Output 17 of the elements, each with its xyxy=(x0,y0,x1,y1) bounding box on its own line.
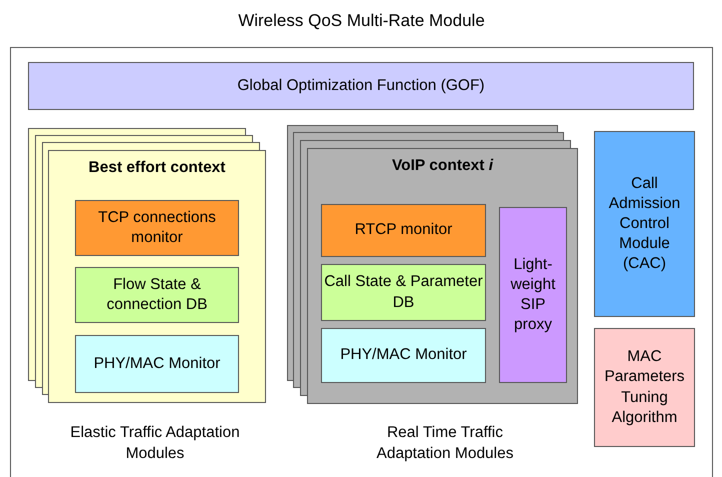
component-box: Flow State & connection DB xyxy=(75,267,239,323)
component-box: Call State & Parameter DB xyxy=(321,264,486,321)
context-title: Best effort context xyxy=(88,159,226,177)
context-card xyxy=(48,150,266,403)
context-card xyxy=(307,148,578,404)
caption-text: Elastic Traffic Adaptation Modules xyxy=(70,423,240,464)
component-box: TCP connections monitor xyxy=(75,200,239,256)
context-title: VoIP context i xyxy=(390,157,494,175)
component-box: RTCP monitor xyxy=(321,204,486,257)
module-title: Wireless QoS Multi-Rate Module xyxy=(237,11,486,31)
component-box: Call Admission Control Module (CAC) xyxy=(594,131,695,317)
caption-text: Real Time Traffic Adaptation Modules xyxy=(375,423,514,464)
component-box: Global Optimization Function (GOF) xyxy=(28,62,694,110)
component-box: MAC Parameters Tuning Algorithm xyxy=(594,328,695,447)
component-box: PHY/MAC Monitor xyxy=(321,328,486,383)
component-box: Light-weight SIP proxy xyxy=(499,207,567,383)
component-box: PHY/MAC Monitor xyxy=(75,335,239,393)
